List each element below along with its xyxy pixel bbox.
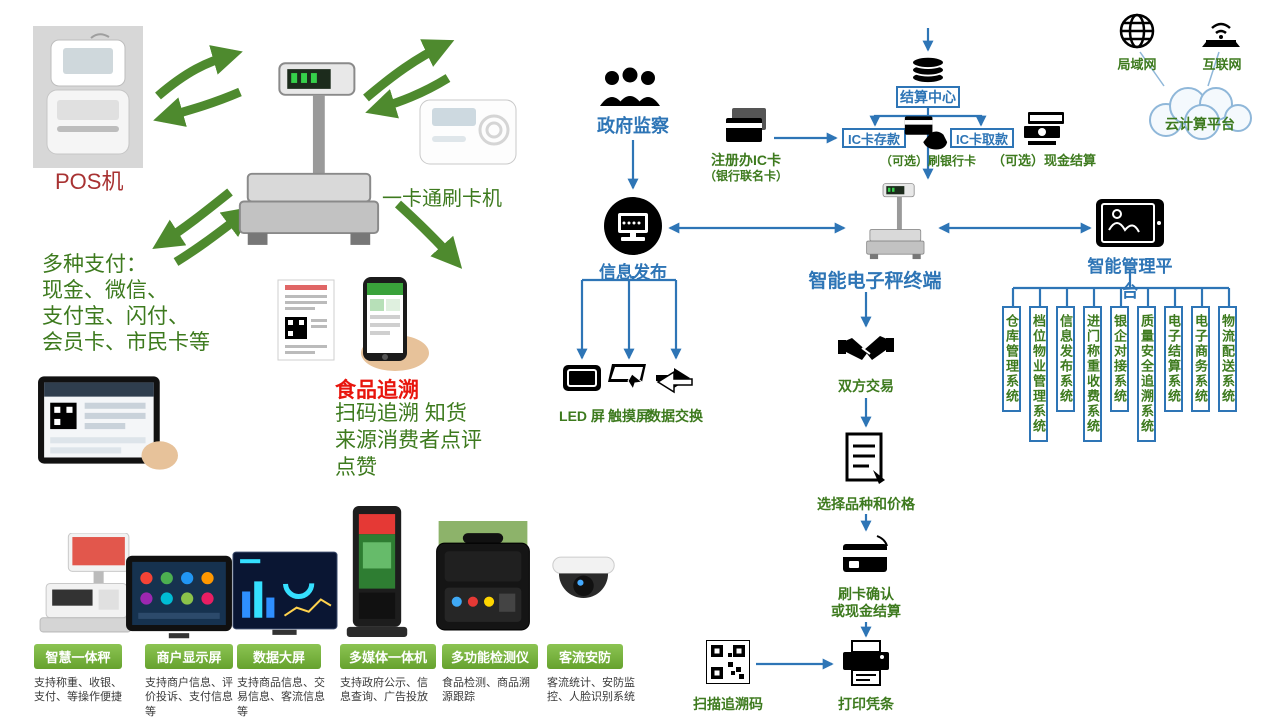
printer-icon [840,640,892,688]
pos-label: POS机 [55,169,124,194]
select-price-label: 选择品种和价格 [817,496,915,512]
product-kiosk-image [346,504,408,640]
card-reader-label: 一卡通刷卡机 [382,188,502,210]
system-box-logistics: 物流配送系统 [1218,306,1237,412]
cloud-shape [1140,80,1256,144]
system-box-weighing-fee: 进门称重收费系统 [1083,306,1102,442]
scale-terminal-label: 智能电子秤终端 [808,271,942,292]
cash-icon [1022,110,1066,146]
ic-deposit-box: IC卡存款 [842,128,906,148]
print-receipt-label: 打印凭条 [838,696,894,712]
select-document-icon [843,432,889,488]
register-ic-label: 注册办IC卡 [711,152,781,168]
cash-settle-label: （可选）现金结算 [992,153,1097,168]
touch-screen-label: 触摸屏 [608,408,650,424]
card-reader-photo [418,96,518,168]
phone-app-photo [333,272,433,374]
product-detector-image [432,521,534,637]
internet-laptop-icon [1198,10,1244,50]
card-confirm-line: 或现金结算 [831,603,901,619]
lan-label: 局域网 [1117,57,1157,72]
product-data-screen-image [232,551,338,637]
food-trace-title: 食品追溯 [335,379,419,402]
scale-terminal-image [852,182,937,264]
swipe-bank-card-label: （可选）刷银行卡 [880,154,977,168]
system-box-e-commerce: 电子商务系统 [1191,306,1210,412]
scale-photo [228,52,386,264]
lan-globe-icon [1118,12,1156,50]
product-kiosk-button: 多媒体一体机 [340,644,436,669]
food-trace-text: 扫码追溯 知货 来源消费者点评 点赞 [335,400,515,481]
product-camera-image [544,551,622,641]
product-merchant-display-button: 商户显示屏 [145,644,233,669]
swipe-bank-card-icon [903,112,949,152]
product-smart-scale-button: 智慧一体秤 [34,644,122,669]
product-data-screen-desc: 支持商品信息、交易信息、客流信息等 [237,677,325,718]
cloud-links [1139,51,1220,87]
system-box-bank-link: 银企对接系统 [1110,306,1129,412]
government-label: 政府监察 [597,116,669,136]
receipt-photo [277,278,335,362]
tablet-photo [36,374,178,472]
product-data-screen-button: 数据大屏 [237,644,321,669]
qr-code-icon [706,640,750,684]
pos-machine-photo [33,26,143,168]
payments-line: 会员卡、市民卡等 [42,331,210,354]
ic-withdraw-box: IC卡取款 [950,128,1014,148]
card-confirm-label: 刷卡确认 或现金结算 [828,586,904,620]
system-box-quality-trace: 质量安全追溯系统 [1137,306,1156,442]
led-screen-label: LED 屏 [559,408,605,424]
handshake-icon [838,330,894,370]
food-trace-line: 点赞 [335,456,377,479]
product-merchant-display-image [124,553,234,641]
card-confirm-line: 刷卡确认 [838,586,894,602]
payments-text: 多种支付： 现金、微信、 支付宝、闪付、 会员卡、市民卡等 [42,252,242,356]
card-confirm-icon [841,534,891,582]
product-detector-desc: 食品检测、商品溯源跟踪 [442,677,530,704]
product-smart-scale-desc: 支持称重、收银、支付、等操作便捷 [34,677,122,704]
register-ic-card-icon [722,104,770,146]
product-smart-scale-image [38,533,134,639]
register-ic-sublabel: （银行联名卡） [703,169,788,183]
data-exchange-icon [654,364,694,396]
food-trace-line: 扫码追溯 知货 [335,402,467,425]
system-box-e-settlement: 电子结算系统 [1164,306,1183,412]
government-people-icon [598,66,662,110]
food-trace-line: 来源消费者点评 [335,429,482,452]
info-publish-icon [603,196,663,256]
product-merchant-display-desc: 支持商户信息、评价投诉、支付信息等 [145,677,233,718]
green-arrows [152,39,463,269]
system-box-info-publish: 信息发布系统 [1056,306,1075,412]
product-camera-button: 客流安防 [547,644,623,669]
cloud-label: 云计算平台 [1165,116,1235,132]
product-kiosk-desc: 支持政府公示、信息查询、广告投放 [340,677,428,704]
trade-label: 双方交易 [838,378,894,394]
data-exchange-label: 数据交换 [647,408,703,424]
payments-line: 支付宝、闪付、 [42,305,189,328]
payments-line: 多种支付： [42,253,147,276]
settlement-coins-icon [908,54,948,84]
system-box-warehouse: 仓库管理系统 [1002,306,1021,412]
system-box-property: 档位物业管理系统 [1029,306,1048,442]
product-camera-desc: 客流统计、安防监控、人脸识别系统 [547,677,635,704]
led-screen-icon [562,364,602,392]
touch-screen-icon [608,362,650,396]
product-detector-button: 多功能检测仪 [442,644,538,669]
mgmt-platform-label: 智能管理平台 [1087,257,1173,301]
blue-connectors [576,28,1231,670]
settlement-center-label: 结算中心 [896,86,960,108]
internet-label: 互联网 [1202,57,1242,72]
mgmt-platform-tablet-icon [1095,198,1165,248]
payments-line: 现金、微信、 [42,279,168,302]
scan-trace-code-label: 扫描追溯码 [693,696,763,712]
info-publish-label: 信息发布 [599,263,667,282]
